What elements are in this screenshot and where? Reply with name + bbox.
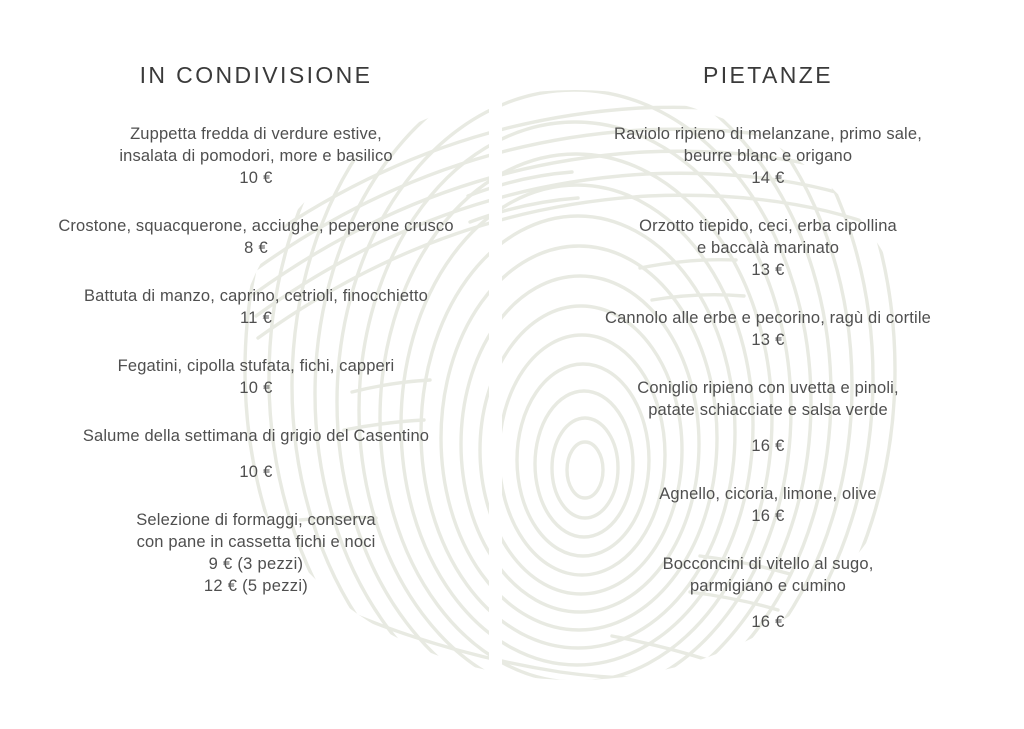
menu-column-in-condivisione: IN CONDIVISIONE Zuppetta fredda di verdu… (0, 62, 512, 724)
dish-description-line: con pane in cassetta fichi e noci (136, 533, 376, 551)
dish-description-line: patate schiacciate e salsa verde (648, 401, 888, 419)
dish-price: 12 € (5 pezzi) (203, 577, 309, 595)
dish-description-line: Battuta di manzo, caprino, cetrioli, fin… (84, 287, 428, 305)
dish-price: 13 € (751, 261, 785, 279)
dish-price: 11 € (239, 309, 273, 327)
dish-description-line: e baccalà marinato (696, 239, 840, 257)
dish-description-line: parmigiano e cumino (689, 577, 846, 595)
dish-item: Salume della settimana di grigio del Cas… (0, 425, 512, 483)
dish-description-line: Crostone, squacquerone, acciughe, pepero… (58, 217, 454, 235)
dish-price: 10 € (239, 169, 273, 187)
column-title-pietanze: PIETANZE (703, 62, 833, 88)
dish-item: Orzotto tiepido, ceci, erba cipollina e b… (512, 215, 1024, 281)
dish-price: 9 € (3 pezzi) (208, 555, 304, 573)
dish-price: 13 € (751, 331, 785, 349)
dish-item: Selezione di formaggi, conserva con pane … (0, 509, 512, 597)
dish-item: Raviolo ripieno di melanzane, primo sale… (512, 123, 1024, 189)
dish-item: Coniglio ripieno con uvetta e pinoli, pat… (512, 377, 1024, 457)
dish-item: Agnello, cicoria, limone, olive 16 € (512, 483, 1024, 527)
dish-item: Zuppetta fredda di verdure estive, insala… (0, 123, 512, 189)
dish-description-line: Salume della settimana di grigio del Cas… (82, 427, 430, 445)
dish-price: 10 € (239, 463, 273, 481)
menu-column-pietanze: PIETANZE Raviolo ripieno di melanzane, p… (512, 62, 1024, 724)
dish-item: Bocconcini di vitello al sugo, parmigiano… (512, 553, 1024, 633)
dish-list-in-condivisione: Zuppetta fredda di verdure estive, insala… (0, 123, 512, 631)
dish-list-pietanze: Raviolo ripieno di melanzane, primo sale… (512, 123, 1024, 667)
dish-description-line: Raviolo ripieno di melanzane, primo sale… (614, 125, 922, 143)
dish-price: 16 € (751, 613, 785, 631)
dish-description-line: beurre blanc e origano (683, 147, 853, 165)
dish-description-line: Zuppetta fredda di verdure estive, (130, 125, 382, 143)
dish-description-line: Selezione di formaggi, conserva (136, 511, 376, 529)
dish-price: 16 € (751, 507, 785, 525)
dish-description-line: Cannolo alle erbe e pecorino, ragù di co… (605, 309, 931, 327)
dish-description-line: Fegatini, cipolla stufata, fichi, capper… (117, 357, 395, 375)
dish-item: Cannolo alle erbe e pecorino, ragù di co… (512, 307, 1024, 351)
dish-price: 16 € (751, 437, 785, 455)
dish-price: 8 € (244, 239, 268, 257)
dish-description-line: insalata di pomodori, more e basilico (119, 147, 393, 165)
dish-item: Crostone, squacquerone, acciughe, pepero… (0, 215, 512, 259)
dish-description-line: Coniglio ripieno con uvetta e pinoli, (637, 379, 899, 397)
dish-item: Fegatini, cipolla stufata, fichi, capper… (0, 355, 512, 399)
dish-item: Battuta di manzo, caprino, cetrioli, fin… (0, 285, 512, 329)
dish-price: 14 € (751, 169, 785, 187)
dish-price: 10 € (239, 379, 273, 397)
dish-description-line: Bocconcini di vitello al sugo, (662, 555, 874, 573)
dish-description-line: Agnello, cicoria, limone, olive (659, 485, 877, 503)
column-title-in-condivisione: IN CONDIVISIONE (139, 62, 373, 88)
dish-description-line: Orzotto tiepido, ceci, erba cipollina (639, 217, 897, 235)
